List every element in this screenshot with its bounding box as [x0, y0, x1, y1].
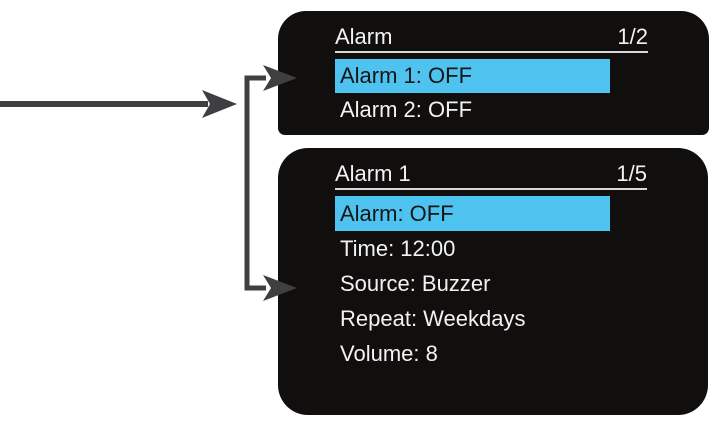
screen-alarm-1-settings: Alarm 1 1/5 Alarm: OFF Time: 12:00 Sourc…	[278, 148, 708, 415]
page-title: Alarm	[335, 24, 393, 49]
screen-header: Alarm 1 1/5	[335, 150, 647, 190]
page-title: Alarm 1	[335, 161, 411, 186]
menu-item-time[interactable]: Time: 12:00	[340, 236, 456, 261]
menu-list: Alarm: OFF Time: 12:00 Source: Buzzer Re…	[335, 196, 647, 371]
menu-item-repeat[interactable]: Repeat: Weekdays	[340, 306, 526, 331]
menu-item-volume[interactable]: Volume: 8	[340, 341, 438, 366]
menu-item-alarm-1[interactable]: Alarm 1: OFF	[335, 59, 610, 93]
menu-item-source[interactable]: Source: Buzzer	[340, 271, 491, 296]
menu-item-alarm-2[interactable]: Alarm 2: OFF	[340, 97, 473, 122]
main-flow-arrow	[0, 90, 237, 118]
page-indicator: 1/5	[616, 161, 647, 186]
screen-alarm-list: Alarm 1/2 Alarm 1: OFF Alarm 2: OFF	[278, 11, 709, 135]
page-indicator: 1/2	[617, 24, 648, 49]
menu-item-alarm-state[interactable]: Alarm: OFF	[335, 196, 610, 231]
screen-header: Alarm 1/2	[335, 13, 648, 53]
menu-list: Alarm 1: OFF Alarm 2: OFF	[335, 59, 648, 127]
